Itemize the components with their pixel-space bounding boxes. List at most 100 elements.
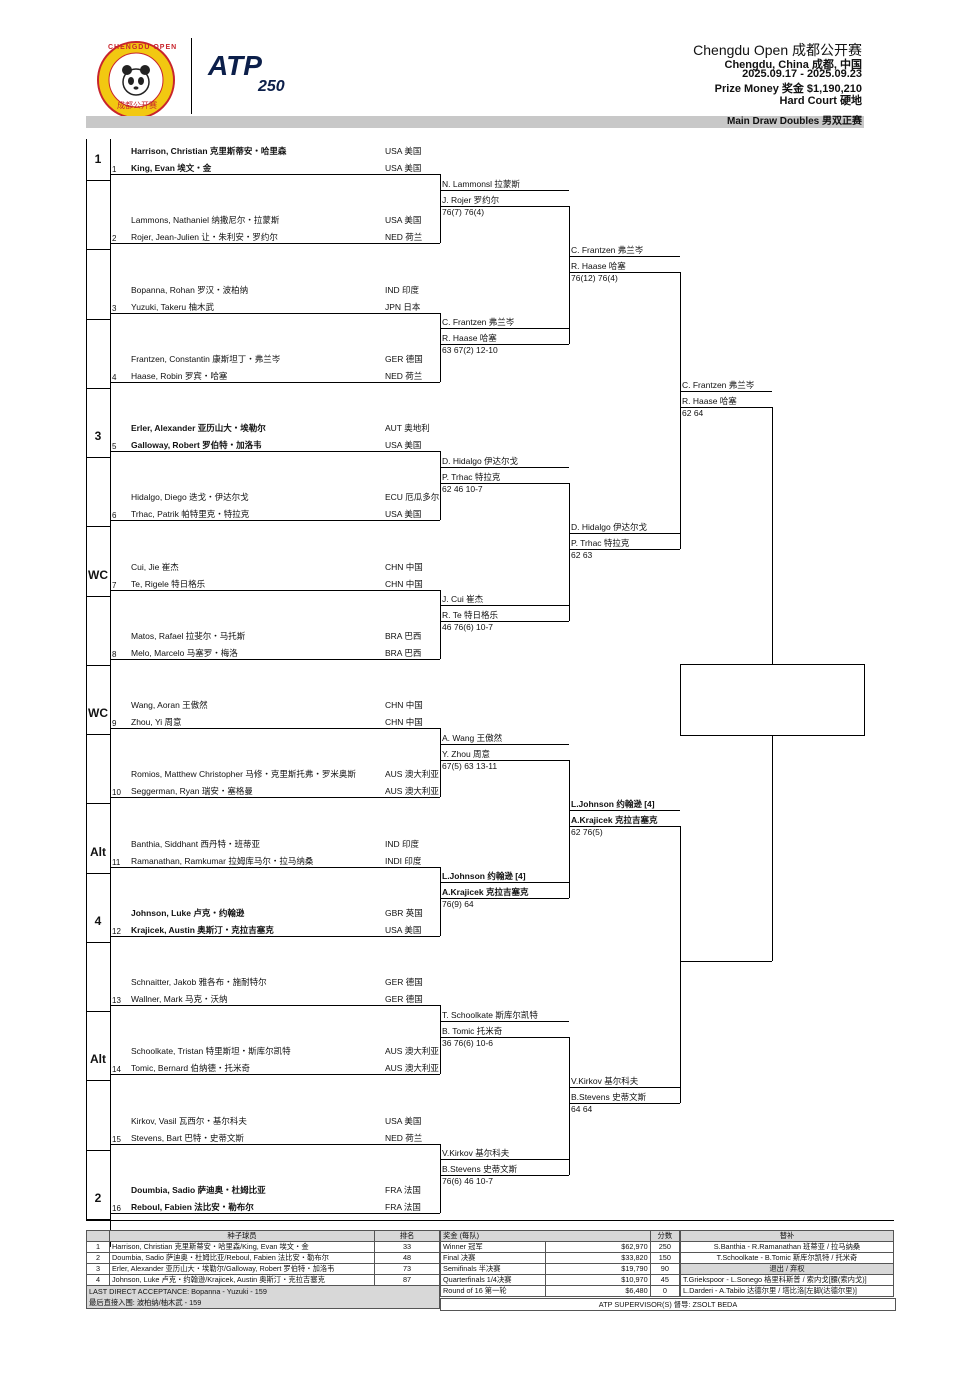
player-name: Kirkov, Vasil 瓦西尔・基尔科夫 bbox=[131, 1115, 247, 1126]
player-name: Matos, Rafael 拉斐尔・马托斯 bbox=[131, 630, 246, 641]
player-name: Galloway, Robert 罗伯特・加洛韦 bbox=[131, 440, 262, 450]
pair-left-line bbox=[110, 416, 111, 486]
qf-team-player-b: B.Stevens 史蒂文斯 bbox=[571, 1091, 647, 1102]
player-name: Seggerman, Ryan 瑞安・塞格曼 bbox=[131, 786, 253, 797]
prize-round: Quarterfinals 1/4决赛 bbox=[440, 1274, 546, 1286]
player-name: Doumbia, Sadio 萨迪奥・杜姆比亚 bbox=[131, 1184, 266, 1195]
sf-line bbox=[680, 961, 772, 963]
player-country: AUS 澳大利亚 bbox=[385, 769, 439, 780]
round2-line bbox=[440, 344, 569, 346]
qf-team-player-b: P. Trhac 特拉克 bbox=[571, 537, 630, 548]
player-country: GER 德国 bbox=[385, 994, 423, 1004]
match-line bbox=[110, 589, 440, 591]
player-country: AUS 澳大利亚 bbox=[385, 1063, 439, 1074]
match-line bbox=[110, 866, 440, 868]
pair-left-line bbox=[110, 1108, 111, 1178]
points-header: 分数 bbox=[649, 1230, 681, 1242]
match-line bbox=[110, 312, 440, 314]
match-line bbox=[110, 1074, 440, 1076]
player-country: BRA 巴西 bbox=[385, 630, 422, 641]
qf-team-player-a: L.Johnson 约翰逊 [4] bbox=[571, 798, 655, 809]
pair-separator bbox=[86, 872, 110, 874]
player-name: Krajicek, Austin 奥斯汀・克拉吉塞克 bbox=[131, 924, 274, 935]
bracket-connector bbox=[772, 735, 773, 962]
draw-slot-number: 12 bbox=[112, 926, 121, 936]
round2-team-player-b: B. Tomic 托米奇 bbox=[442, 1025, 503, 1036]
draw-slot-number: 13 bbox=[112, 996, 121, 1005]
footer-frame bbox=[86, 1220, 894, 1221]
atp-logo: ATP 250 bbox=[208, 50, 285, 96]
seed-rank: 87 bbox=[374, 1274, 440, 1286]
qf-score: 64 64 bbox=[571, 1103, 593, 1114]
round2-line bbox=[440, 482, 569, 484]
player-name: Wallner, Mark 马克・沃纳 bbox=[131, 994, 228, 1004]
draw-slot-number: 5 bbox=[112, 442, 117, 451]
seed-name: Erler, Alexander 亚历山大・埃勒尔/Galloway, Robe… bbox=[109, 1263, 375, 1275]
alternate-item: T.Schoolkate - B.Tomic 斯库尔凯特 / 托米奇 bbox=[680, 1252, 894, 1264]
seed-number: 4 bbox=[86, 1274, 110, 1286]
prize-points: 150 bbox=[649, 1252, 681, 1264]
qf-team-player-b: R. Haase 哈塞 bbox=[571, 260, 626, 271]
player-country: NED 荷兰 bbox=[385, 1132, 423, 1143]
round2-line bbox=[440, 898, 569, 900]
match-line bbox=[110, 520, 440, 522]
round2-team-player-a: N. Lammonsl 拉蒙斯 bbox=[442, 178, 520, 189]
qf-score: 62 76(5) bbox=[571, 826, 603, 837]
alternates-header: 替补 bbox=[680, 1230, 894, 1242]
draw-left-frame bbox=[86, 139, 87, 1220]
prize-points: 0 bbox=[649, 1285, 681, 1297]
qf-team-player-a: V.Kirkov 基尔科夫 bbox=[571, 1075, 639, 1086]
match-line bbox=[110, 243, 440, 245]
match-line bbox=[110, 1212, 440, 1214]
qf-line bbox=[569, 548, 680, 550]
player-name: Schnaitter, Jakob 雅各布・施耐特尔 bbox=[131, 977, 267, 987]
round2-line bbox=[440, 759, 569, 761]
player-name: Wang, Aoran 王傲然 bbox=[131, 700, 208, 710]
match-line bbox=[110, 1005, 440, 1006]
round2-underline bbox=[440, 882, 569, 884]
player-name: Lammons, Nathaniel 纳撒尼尔・拉蒙斯 bbox=[131, 215, 280, 226]
qf-underline bbox=[569, 809, 680, 811]
round2-team-player-a: D. Hidalgo 伊达尔戈 bbox=[442, 455, 519, 466]
draw-slot-number: 3 bbox=[112, 303, 117, 313]
match-line bbox=[110, 935, 440, 937]
draw-slot-number: 16 bbox=[112, 1203, 121, 1213]
player-name: Yuzuki, Takeru 柚木武 bbox=[131, 301, 214, 312]
atp-logo-text: ATP bbox=[208, 50, 262, 81]
draw-slot-number: 7 bbox=[112, 580, 117, 590]
bracket-connector bbox=[680, 825, 681, 1103]
player-country: GER 德国 bbox=[385, 353, 423, 364]
pair-separator bbox=[86, 803, 110, 805]
draw-slot-number: 10 bbox=[112, 788, 121, 798]
qf-underline bbox=[569, 255, 680, 257]
bracket-connector bbox=[440, 728, 441, 798]
prize-points: 250 bbox=[649, 1241, 681, 1253]
seed-label: WC bbox=[88, 567, 108, 582]
pair-left-line bbox=[110, 346, 111, 416]
prize-round: Final 决赛 bbox=[440, 1252, 546, 1264]
bracket-connector bbox=[569, 482, 570, 622]
player-name: Zhou, Yi 周意 bbox=[131, 717, 182, 727]
pair-left-line bbox=[110, 139, 111, 209]
player-country: USA 美国 bbox=[385, 924, 422, 935]
qf-team-player-a: C. Frantzen 弗兰岑 bbox=[571, 244, 644, 255]
round2-score: 76(9) 64 bbox=[442, 899, 474, 910]
withdrawal-item: T.Griekspoor - L.Sonego 格里科斯普 / 索内戈[腰(索内… bbox=[680, 1274, 894, 1286]
draw-title-bar bbox=[86, 116, 864, 128]
logo-en-text: CHENGDU OPEN bbox=[108, 44, 178, 51]
player-name: Romios, Matthew Christopher 马修・克里斯托弗・罗米奥… bbox=[131, 769, 356, 780]
match-line bbox=[110, 658, 440, 660]
pair-separator bbox=[86, 318, 110, 320]
round2-score: 76(7) 76(4) bbox=[442, 206, 485, 217]
player-country: FRA 法国 bbox=[385, 1184, 421, 1195]
player-country: GER 德国 bbox=[385, 977, 423, 987]
round2-team-player-a: T. Schoolkate 斯库尔凯特 bbox=[442, 1009, 538, 1020]
draw-slot-number: 4 bbox=[112, 372, 117, 382]
player-name: Tomic, Bernard 伯纳德・托米奇 bbox=[131, 1063, 251, 1074]
footer-alternates-table: 替补 S.Banthia - R.Ramanathan 班蒂亚 / 拉马纳桑 T… bbox=[680, 1230, 894, 1297]
player-name: Hidalgo, Diego 迭戈・伊达尔戈 bbox=[131, 492, 249, 503]
pair-left-line bbox=[110, 1177, 111, 1247]
